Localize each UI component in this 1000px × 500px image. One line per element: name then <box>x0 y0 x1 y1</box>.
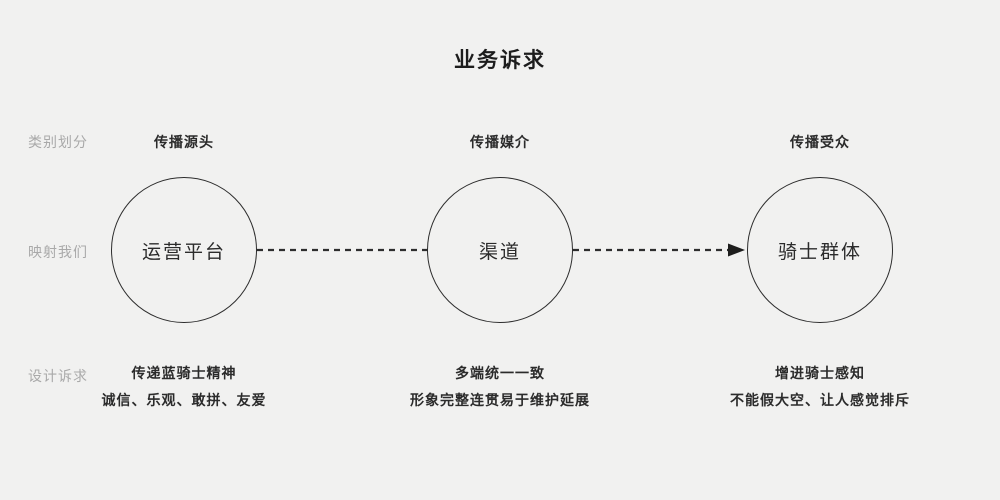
design-demand-line2: 诚信、乐观、敢拼、友爱 <box>101 392 267 408</box>
column-knight-group: 传播受众 骑士群体 增进骑士感知 不能假大空、让人感觉排斥 <box>670 0 970 500</box>
design-demand-line2: 不能假大空、让人感觉排斥 <box>730 392 910 408</box>
node-label: 渠道 <box>478 241 521 263</box>
dashed-connector-line <box>257 248 428 252</box>
column-header: 传播源头 <box>154 134 214 150</box>
page-title: 业务诉求 <box>454 49 546 72</box>
node-label: 骑士群体 <box>777 241 862 263</box>
node-circle: 运营平台 <box>111 177 257 323</box>
dashed-arrow-right-icon <box>573 243 745 257</box>
node-label: 运营平台 <box>141 241 226 263</box>
design-demand-line1: 增进骑士感知 <box>775 365 865 381</box>
design-demand-line2: 形象完整连贯易于维护延展 <box>410 392 590 408</box>
row-label-mapping-us: 映射我们 <box>28 244 88 260</box>
node-circle: 渠道 <box>427 177 573 323</box>
node-circle: 骑士群体 <box>747 177 893 323</box>
row-label-category-division: 类别划分 <box>28 134 88 150</box>
design-demand-line1: 传递蓝骑士精神 <box>131 365 237 381</box>
design-demand-line1: 多端统一一致 <box>455 365 545 381</box>
column-operations-platform: 传播源头 运营平台 传递蓝骑士精神 诚信、乐观、敢拼、友爱 <box>34 0 334 500</box>
column-header: 传播受众 <box>790 134 850 150</box>
column-header: 传播媒介 <box>470 134 530 150</box>
row-label-design-demand: 设计诉求 <box>28 368 88 384</box>
